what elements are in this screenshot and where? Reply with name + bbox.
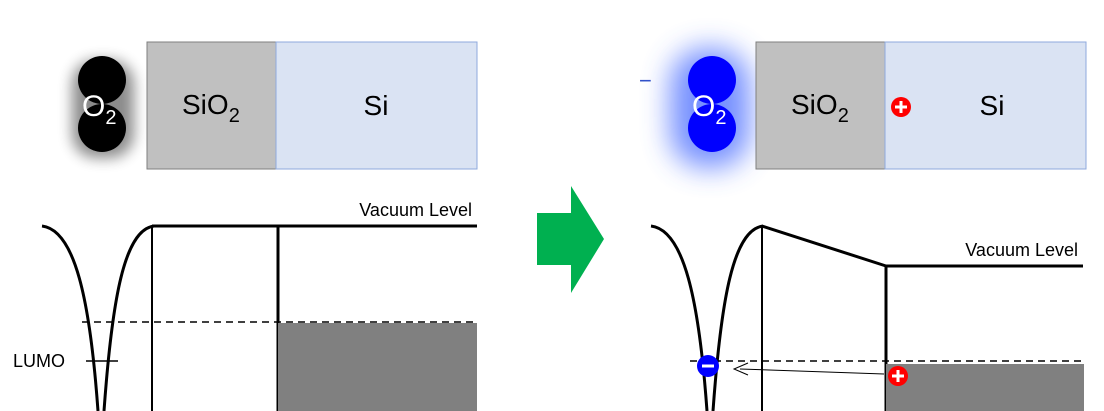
minus-circle-icon: [697, 355, 719, 377]
left-device-stack: O2 SiO2 Si: [72, 41, 478, 170]
right-sloped-vacuum-level: [761, 224, 887, 268]
left-vacuum-level-label: Vacuum Level: [359, 200, 472, 220]
left-o2-atom-bottom: [78, 104, 126, 152]
right-o2-label: O2: [692, 90, 726, 129]
left-o2-label: O2: [82, 90, 116, 129]
right-sio2-label: SiO2: [791, 89, 849, 127]
plus-circle-icon-band: [888, 366, 908, 386]
right-vacuum-level-label: Vacuum Level: [965, 240, 1078, 260]
left-o2-atom-top: [78, 56, 126, 104]
right-o2-atom-bottom: [688, 104, 736, 152]
right-well-right-branch: [711, 224, 764, 411]
charge-transfer-arrowhead: [732, 362, 749, 376]
left-si-label: Si: [364, 90, 389, 121]
left-filled-band: [278, 323, 477, 411]
left-well-left-branch: [41, 224, 100, 411]
plus-circle-icon: [891, 97, 911, 117]
right-sio2-block: [755, 41, 886, 170]
left-sio2-label: SiO2: [182, 89, 240, 127]
right-si-block: [884, 41, 1087, 170]
right-device-stack: − O2 SiO2 Si: [639, 41, 1087, 170]
right-charge-sign: −: [639, 68, 652, 93]
left-lumo-label: LUMO: [13, 351, 65, 371]
left-well-right-branch: [102, 224, 155, 411]
left-sio2-block: [146, 41, 277, 170]
left-si-block: [275, 41, 478, 170]
left-band-diagram: [41, 224, 477, 411]
right-si-label: Si: [980, 90, 1005, 121]
right-arrow-icon: [537, 186, 604, 293]
right-o2-atom-top: [688, 56, 736, 104]
right-well-left-branch: [650, 224, 709, 411]
charge-transfer-arrow: [739, 368, 885, 375]
right-filled-band: [886, 364, 1084, 411]
